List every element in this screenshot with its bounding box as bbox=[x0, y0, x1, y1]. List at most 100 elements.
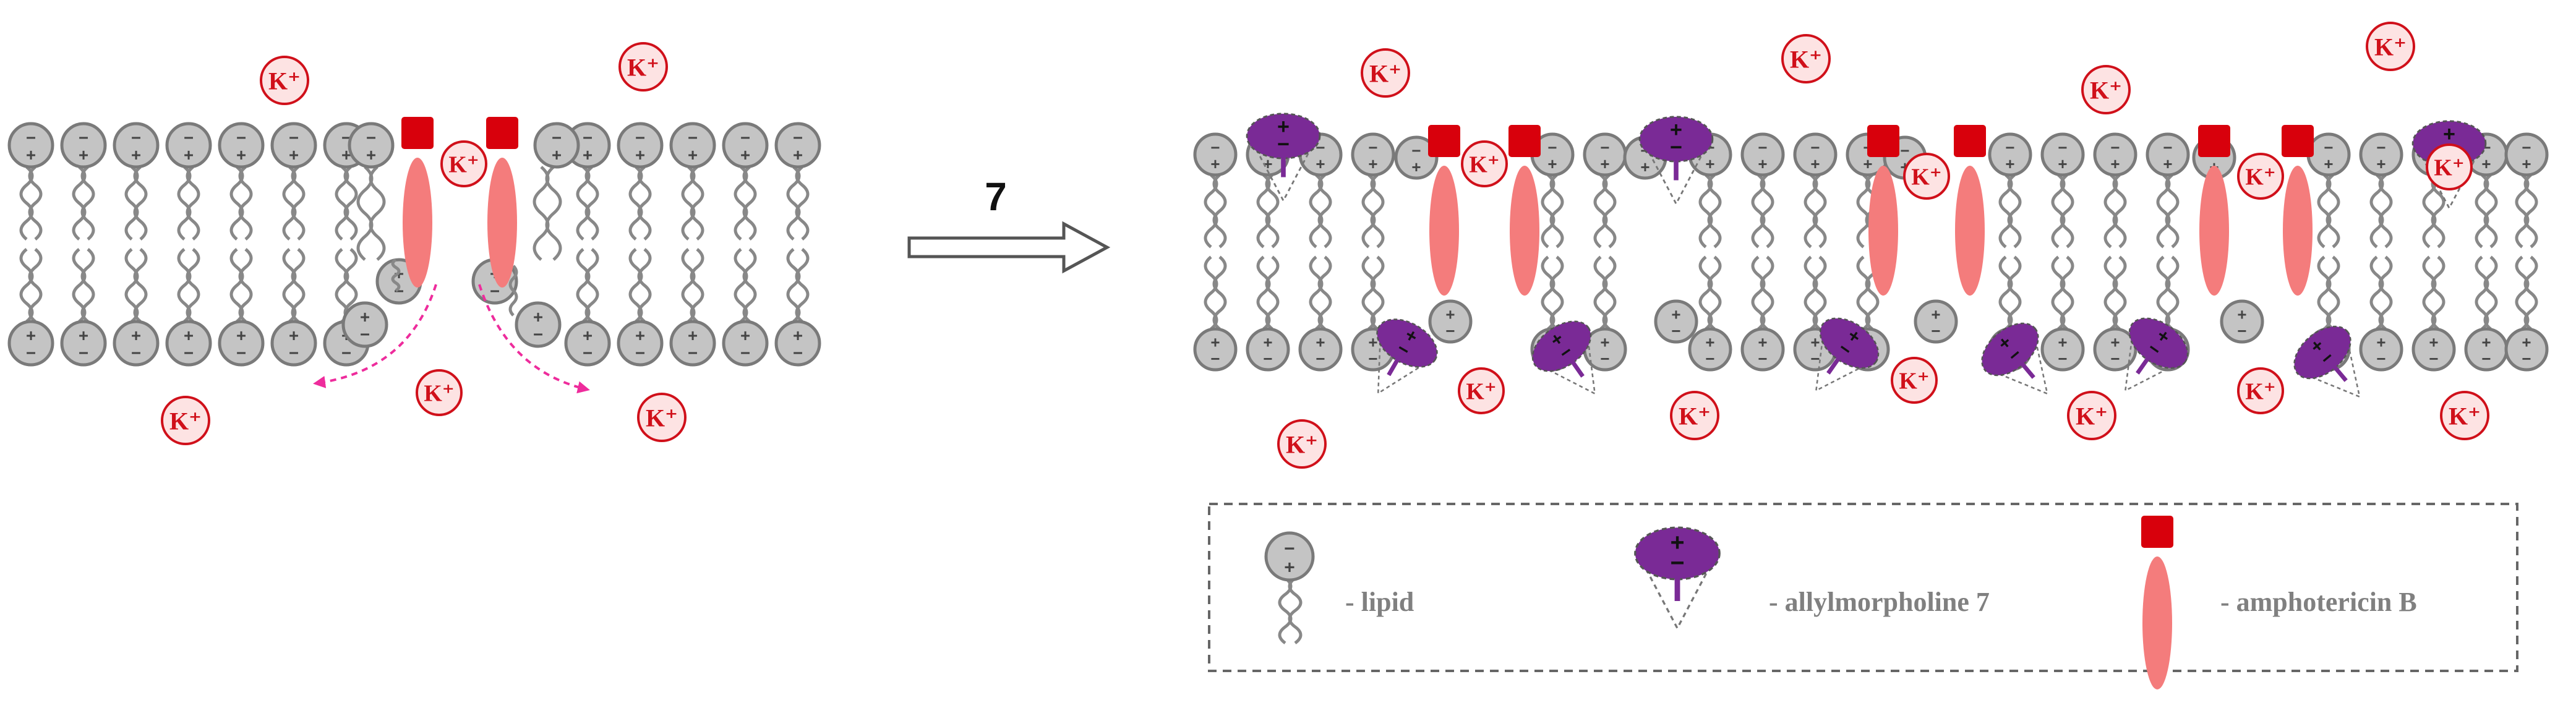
svg-text:K⁺: K⁺ bbox=[1899, 369, 1929, 395]
membrane-after: −++−−++−−++−−++−−++−−++−−++−−++−−++−−++−… bbox=[1193, 113, 2549, 398]
svg-text:+: + bbox=[2522, 155, 2531, 173]
potassium-ion: K⁺ bbox=[2366, 22, 2415, 71]
svg-text:+: + bbox=[1600, 333, 1609, 351]
amphotericin-b bbox=[2282, 125, 2314, 296]
allylmorpholine-7: +− bbox=[1634, 526, 1721, 631]
svg-text:−: − bbox=[131, 128, 141, 147]
svg-text:+: + bbox=[1210, 333, 1220, 351]
svg-text:+: + bbox=[1810, 333, 1820, 351]
svg-text:−: − bbox=[2058, 349, 2067, 368]
legend-lipid-label: - lipid bbox=[1345, 587, 1414, 617]
svg-text:−: − bbox=[1670, 136, 1682, 160]
lipid-tail bbox=[742, 248, 757, 323]
svg-text:+: + bbox=[26, 145, 36, 164]
potassium-ion: K⁺ bbox=[1891, 357, 1938, 404]
allylmorpholine-7: +− bbox=[1638, 116, 1714, 206]
lipid-tail bbox=[1760, 255, 1774, 330]
svg-text:+: + bbox=[2522, 333, 2531, 351]
lipid-head: −+ bbox=[2504, 132, 2549, 177]
lipid-tail bbox=[2483, 174, 2498, 249]
svg-text:+: + bbox=[366, 145, 376, 164]
lipid-head: +− bbox=[515, 301, 562, 348]
legend-lipid-icon: −+ bbox=[1264, 531, 1315, 645]
lipid-tail bbox=[1549, 255, 1564, 330]
lipid-pair: −++− bbox=[1193, 132, 1238, 372]
svg-text:−: − bbox=[1284, 539, 1294, 559]
lipid-tail bbox=[1317, 174, 1332, 249]
lipid-tail bbox=[1288, 576, 1303, 645]
svg-text:−: − bbox=[79, 128, 88, 147]
amphotericin-b bbox=[486, 117, 518, 288]
potassium-ion: K⁺ bbox=[260, 56, 309, 105]
lipid-tail bbox=[391, 258, 401, 292]
svg-text:−: − bbox=[1411, 141, 1421, 160]
lipid-pair: −++− bbox=[1298, 132, 1343, 372]
potassium-ion: K⁺ bbox=[2237, 367, 2284, 414]
svg-text:K⁺: K⁺ bbox=[448, 152, 479, 178]
lipid-head: −+ bbox=[1988, 132, 2032, 177]
lipid-head: −+ bbox=[2146, 132, 2190, 177]
svg-text:+: + bbox=[688, 145, 698, 164]
lipid-head: −+ bbox=[669, 122, 716, 169]
svg-text:+: + bbox=[1277, 115, 1290, 139]
svg-text:−: − bbox=[533, 325, 543, 344]
svg-text:+: + bbox=[1670, 118, 1682, 142]
svg-text:−: − bbox=[236, 128, 246, 147]
svg-text:+: + bbox=[635, 145, 645, 164]
lipid-head: +− bbox=[341, 301, 388, 348]
svg-text:−: − bbox=[635, 128, 645, 147]
svg-text:−: − bbox=[2481, 349, 2491, 368]
lipid-head: +− bbox=[60, 320, 107, 367]
svg-text:−: − bbox=[1810, 138, 1820, 156]
lipid-tail bbox=[1265, 174, 1280, 249]
lipid-head: +− bbox=[722, 320, 769, 367]
svg-text:+: + bbox=[1705, 155, 1714, 173]
svg-text:−: − bbox=[26, 128, 36, 147]
svg-text:K⁺: K⁺ bbox=[424, 381, 454, 407]
svg-text:+: + bbox=[2058, 333, 2067, 351]
potassium-ion: K⁺ bbox=[1361, 48, 1410, 98]
svg-text:+: + bbox=[583, 145, 593, 164]
svg-text:−: − bbox=[1547, 138, 1557, 156]
lipid-tail bbox=[637, 248, 652, 323]
lipid-head: +− bbox=[1654, 299, 1698, 344]
svg-text:−: − bbox=[552, 128, 562, 147]
lipid-pair: −++− bbox=[218, 122, 265, 367]
svg-text:−: − bbox=[1316, 349, 1325, 368]
svg-text:−: − bbox=[2522, 349, 2531, 368]
lipid-head: −+ bbox=[348, 122, 395, 169]
lipid-head: +− bbox=[617, 320, 664, 367]
svg-text:−: − bbox=[1900, 141, 1909, 160]
lipid-head: −+ bbox=[1583, 132, 1627, 177]
lipid-pair: −++− bbox=[722, 122, 769, 367]
svg-text:K⁺: K⁺ bbox=[2245, 164, 2275, 190]
lipid-head: +− bbox=[564, 320, 611, 367]
svg-text:K⁺: K⁺ bbox=[1286, 430, 1318, 458]
svg-text:−: − bbox=[793, 343, 803, 362]
legend-box bbox=[1208, 503, 2518, 672]
lipid-head: +− bbox=[1298, 327, 1343, 372]
legend: −+ - lipid +− - allylmorpholine 7 - amph… bbox=[1208, 503, 2518, 689]
svg-text:−: − bbox=[236, 343, 246, 362]
lipid-pair: −++− bbox=[2359, 132, 2403, 372]
svg-text:−: − bbox=[635, 343, 645, 362]
svg-text:+: + bbox=[2481, 155, 2491, 173]
lipid-head: −+ bbox=[2359, 132, 2403, 177]
amphotericin-b bbox=[1954, 125, 1986, 296]
svg-text:−: − bbox=[740, 343, 750, 362]
svg-text:−: − bbox=[1671, 322, 1680, 340]
lipid-tail bbox=[291, 166, 306, 241]
svg-text:+: + bbox=[2058, 155, 2067, 173]
svg-text:−: − bbox=[2429, 349, 2438, 368]
lipid-tail bbox=[291, 248, 306, 323]
potassium-ion: K⁺ bbox=[1277, 419, 1327, 469]
svg-text:+: + bbox=[688, 326, 698, 345]
lipid-tail bbox=[584, 248, 599, 323]
svg-text:+: + bbox=[26, 326, 36, 345]
lipid-tail bbox=[80, 166, 95, 241]
lipid-pair: −++− bbox=[617, 122, 664, 367]
lipid-head: +− bbox=[1740, 327, 1785, 372]
svg-text:K⁺: K⁺ bbox=[2449, 402, 2481, 430]
allylmorpholine-7: +− bbox=[1815, 317, 1880, 392]
